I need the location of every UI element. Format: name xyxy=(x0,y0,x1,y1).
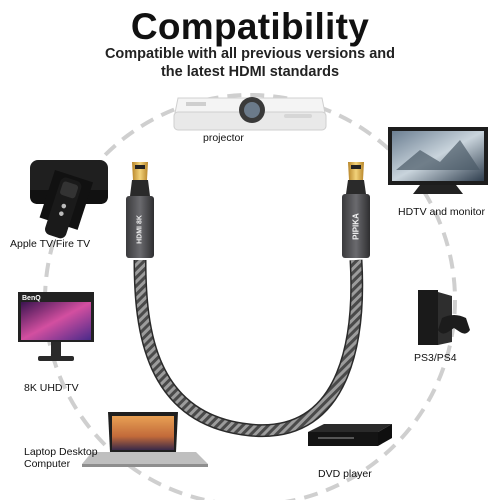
label-laptop-line-2: Computer xyxy=(24,458,71,470)
hdmi-connector-right-icon xyxy=(342,162,370,258)
hdmi-cable-icon xyxy=(133,259,364,438)
hdtv-monitor-icon xyxy=(388,127,488,194)
brand-label-right: PIPIKA xyxy=(351,213,361,240)
label-apple-tv: Apple TV/Fire TV xyxy=(10,238,91,250)
label-laptop-line-1: Laptop Desktop xyxy=(24,446,98,458)
projector-icon xyxy=(173,97,327,131)
label-hdtv: HDTV and monitor xyxy=(398,206,485,218)
label-dvd: DVD player xyxy=(318,468,372,480)
label-projector: projector xyxy=(203,132,244,144)
hdmi-connector-left-icon xyxy=(126,162,154,258)
page-title: Compatibility xyxy=(130,6,370,47)
uhd-tv-monitor-icon: BenQ xyxy=(18,292,94,361)
laptop-icon xyxy=(82,412,208,467)
benq-logo: BenQ xyxy=(22,295,41,302)
dvd-player-icon xyxy=(308,424,392,446)
subtitle-line-2: the latest HDMI standards xyxy=(160,64,340,80)
connector-badge-left: HDMI 8K xyxy=(136,215,144,244)
ps4-icon xyxy=(418,290,470,345)
apple-tv-icon xyxy=(30,160,108,239)
label-ps: PS3/PS4 xyxy=(414,352,457,364)
subtitle-line-1: Compatible with all previous versions an… xyxy=(104,46,396,62)
label-uhd-tv: 8K UHD TV xyxy=(24,382,79,394)
dashed-ring xyxy=(43,93,457,500)
